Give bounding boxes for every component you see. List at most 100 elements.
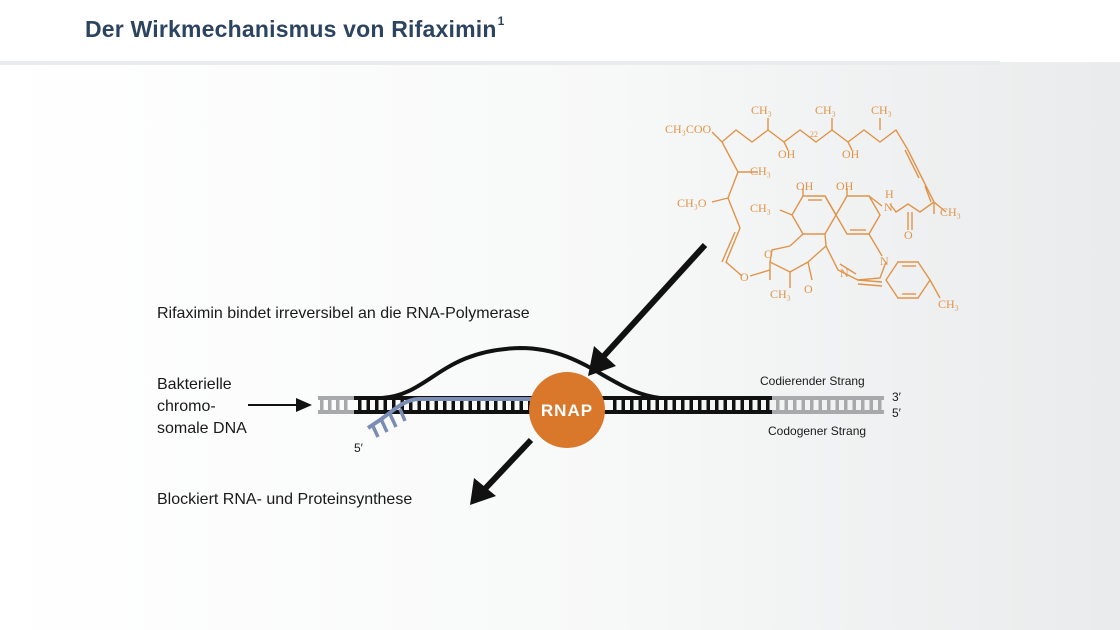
dna-rung [827,398,831,412]
dna-rung [366,398,370,412]
svg-text:O: O [740,270,749,284]
dna-rung [681,398,685,412]
page-title: Der Wirkmechanismus von Rifaximin1 [85,14,505,42]
dna-rung [383,398,387,412]
dna-rung [706,398,710,412]
dna-rung [732,398,736,412]
dna-rung [494,398,498,412]
header-divider [0,61,1000,65]
svg-text:O: O [764,247,773,261]
dna-rung [852,398,856,412]
rna-transcript [366,397,540,438]
dna-rung [740,398,744,412]
dna-rung [664,398,668,412]
dna-rung [451,398,455,412]
svg-text:O: O [904,228,913,242]
svg-text:CH₃COO: CH₃COO [665,122,712,136]
svg-text:CH₃: CH₃ [750,201,771,215]
dna-rung [655,398,659,412]
dna-rung [375,398,379,412]
block-arrow [470,437,534,505]
dna-label-line1: Bakterielle [157,376,232,393]
coding-strand-bubble [381,345,661,400]
dna-rung [630,398,634,412]
dna-rung [723,398,727,412]
svg-text:CH₃: CH₃ [770,287,791,301]
dna-rung [519,398,523,412]
dna-rung [801,398,805,412]
end-3-label: 3′ [892,390,901,404]
dna-rung [477,398,481,412]
svg-text:N: N [880,254,889,268]
svg-text:N: N [840,266,849,280]
dna-rung [468,398,472,412]
svg-text:CH₃O: CH₃O [677,196,707,210]
dna-rung [861,398,865,412]
dna-rung [647,398,651,412]
dna-rung [638,398,642,412]
svg-text:CH₃: CH₃ [751,103,772,117]
dna-rung [835,398,839,412]
end-5-label: 5′ [892,406,901,420]
svg-text:CH₃: CH₃ [871,103,892,117]
dna-rung [434,398,438,412]
svg-text:22: 22 [810,130,818,139]
dna-rung [757,398,761,412]
template-strand-label: Codogener Strang [768,424,867,438]
dna-rung [749,398,753,412]
binding-label: Rifaximin bindet irreversibel an die RNA… [157,305,530,322]
dna-rung [426,398,430,412]
dna-rung [511,398,515,412]
svg-text:H: H [885,187,894,201]
svg-text:OH: OH [796,179,814,193]
rnap-enzyme [529,372,605,448]
dna-rung [869,398,873,412]
dna-label: Bakterielle chromo- somale DNA [157,374,247,440]
block-label: Blockiert RNA- und Proteinsynthese [157,491,413,508]
header [0,0,1120,62]
svg-text:CH₃: CH₃ [750,164,771,178]
svg-text:CH₃: CH₃ [938,297,959,311]
dna-rung [818,398,822,412]
rnap-label: RNAP [541,401,593,420]
dna-rung [613,398,617,412]
dna-label-line2: chromo- [157,398,216,415]
dna-rung [810,398,814,412]
dna-rung [460,398,464,412]
dna-rung [878,398,882,412]
dna-rung [784,398,788,412]
dna-rung [715,398,719,412]
dna-rung [409,398,413,412]
dna-rung [502,398,506,412]
dna-rung [443,398,447,412]
dna-outer-left [318,396,354,414]
title-footnote: 1 [497,14,505,28]
rna-5-label: 5′ [354,441,363,455]
svg-text:O: O [804,282,813,296]
svg-text:N: N [884,200,893,214]
svg-text:CH₃: CH₃ [815,103,836,117]
dna-rung [766,398,770,412]
binding-arrow [588,242,708,376]
svg-text:OH: OH [778,147,796,161]
dna-rung [793,398,797,412]
dna-rung [776,398,780,412]
dna-pointer-arrow [248,398,312,412]
svg-text:OH: OH [842,147,860,161]
dna-rung [672,398,676,412]
dna-rung [358,398,362,412]
svg-text:OH: OH [836,179,854,193]
dna-outer-right [772,396,884,414]
dna-rung [417,398,421,412]
dna-rung [485,398,489,412]
dna-label-line3: somale DNA [157,420,247,437]
dna-rung [689,398,693,412]
dna-rung [844,398,848,412]
molecule-labels: CH₃COO CH₃ CH₃ CH₃ 22 OH OH CH₃ OH OH H … [665,103,961,311]
rifaximin-structure-icon [711,118,947,299]
dna-rung [621,398,625,412]
coding-strand-label: Codierender Strang [760,374,865,388]
svg-text:CH₃: CH₃ [940,205,961,219]
dna-rung [392,398,396,412]
